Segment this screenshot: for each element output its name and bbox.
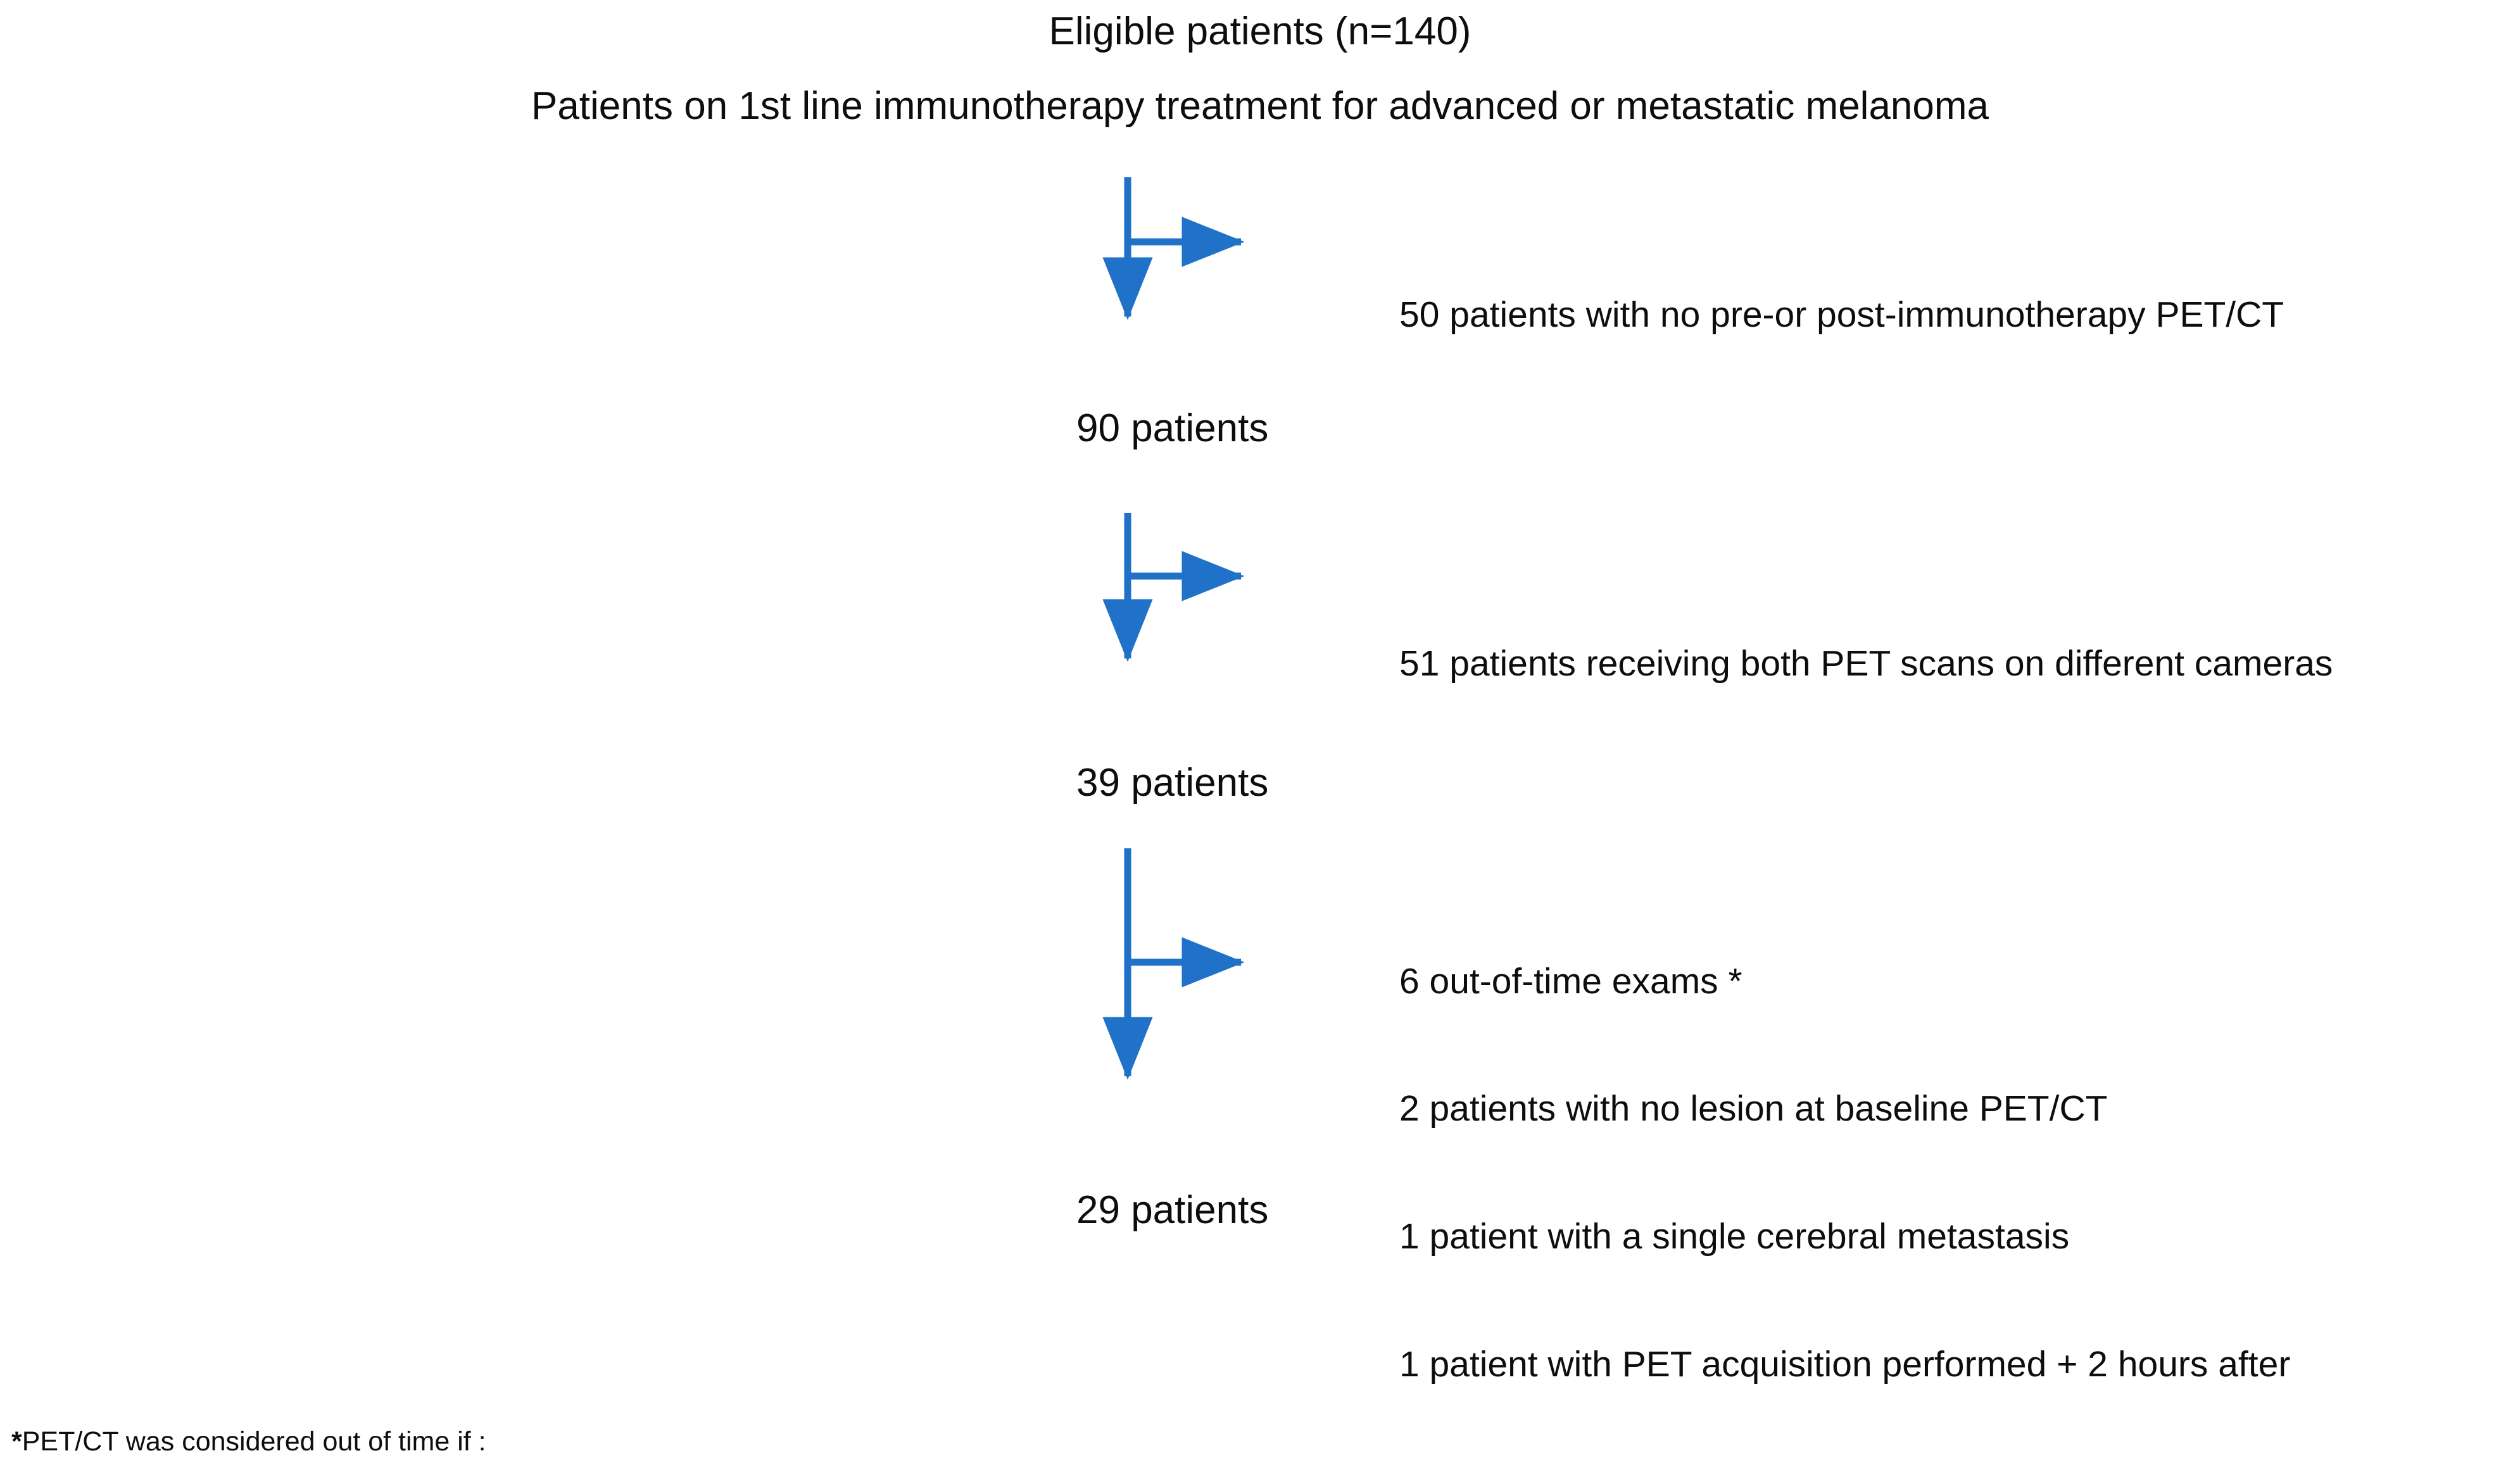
exclusion-line: 1 patient with PET acquisition performed… — [1399, 1343, 2291, 1385]
stage-label-29: 29 patients — [1076, 1188, 1269, 1232]
exclusion-block-2: 51 patients receiving both PET scans on … — [1399, 572, 2333, 756]
exclusion-line: 2 patients with no lesion at baseline PE… — [1399, 1088, 2108, 1129]
footnote-asterisk: * — [11, 1426, 22, 1457]
stage-label-90: 90 patients — [1076, 406, 1269, 450]
page-title: Eligible patients (n=140) — [1049, 9, 1471, 53]
exclusion-block-3: 6 out-of-time exams * 2 patients with no… — [1399, 875, 2290, 1470]
footnote: *PET/CT was considered out of time if : … — [11, 1354, 978, 1470]
connector-group-3 — [1102, 848, 1245, 1080]
exclusion-line: 50 patients with no pre-or post-immunoth… — [1399, 294, 2284, 336]
stage-label-39: 39 patients — [1076, 761, 1269, 805]
exclusion-line: 51 patients receiving both PET scans on … — [1399, 643, 2333, 684]
connector-group-1 — [1102, 177, 1245, 320]
connector-group-2 — [1102, 513, 1245, 662]
exclusion-line: 6 out-of-time exams * — [1399, 960, 1742, 1002]
exclusion-block-1: 50 patients with no pre-or post-immunoth… — [1399, 223, 2284, 407]
footnote-line-text: PET/CT was considered out of time if : — [22, 1426, 486, 1457]
diagram-subtitle: Patients on 1st line immunotherapy treat… — [531, 84, 1989, 128]
footnote-line: *PET/CT was considered out of time if : — [11, 1424, 978, 1460]
exclusion-line: 1 patient with a single cerebral metasta… — [1399, 1216, 2070, 1257]
